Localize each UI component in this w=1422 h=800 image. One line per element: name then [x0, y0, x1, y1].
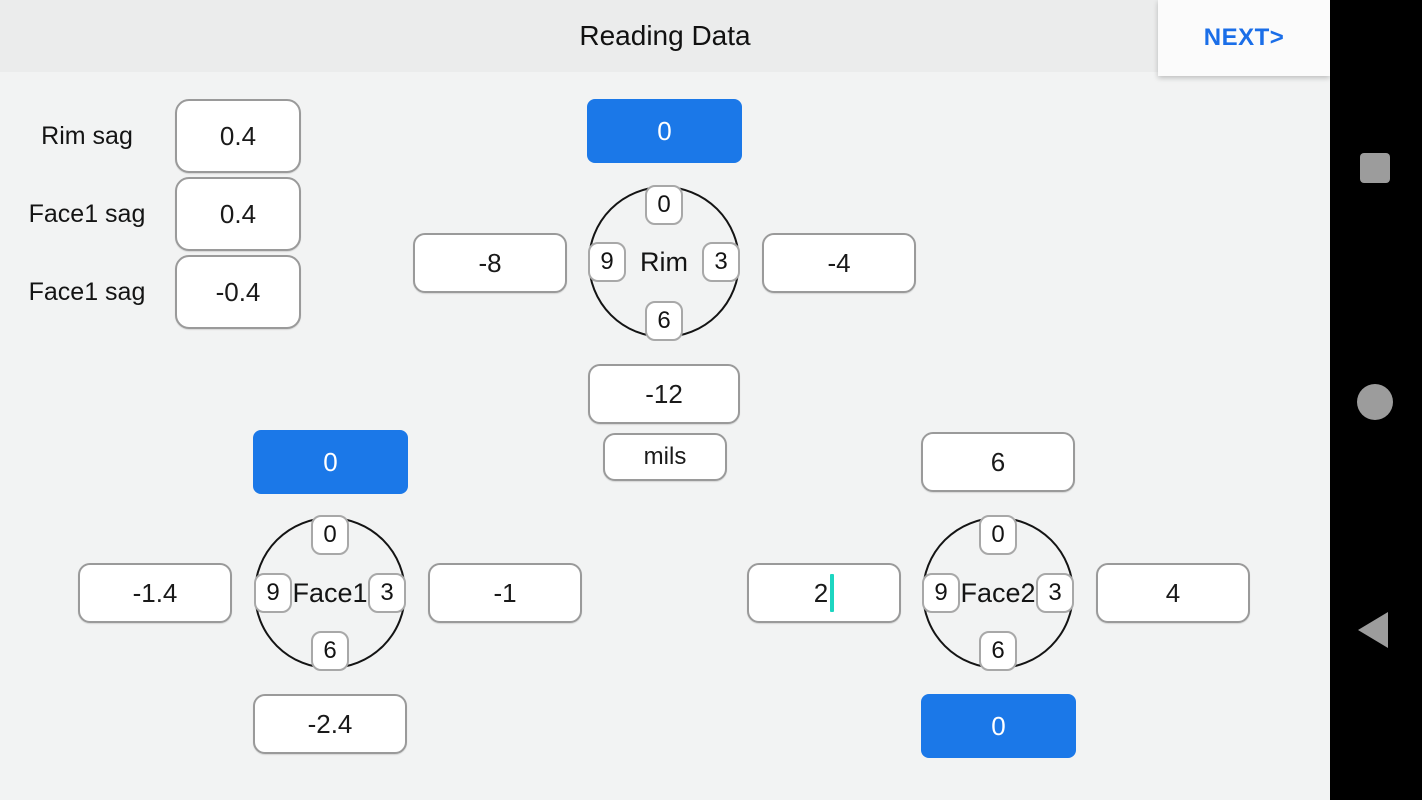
face2-right-reading-input[interactable]: 4 [1096, 563, 1250, 623]
face1-left-reading-input[interactable]: -1.4 [78, 563, 232, 623]
rim-dial-label: Rim [640, 246, 688, 277]
rim-right-reading-input[interactable]: -4 [762, 233, 916, 293]
rim-clock-0-chip: 0 [645, 185, 683, 225]
rim-clock-6-chip: 6 [645, 301, 683, 341]
app-bar: Reading Data [0, 0, 1330, 72]
face1-sag-input[interactable]: 0.4 [175, 177, 301, 251]
rim-clock-3-chip: 3 [702, 242, 740, 282]
home-circle-icon[interactable] [1357, 384, 1393, 420]
units-button[interactable]: mils [603, 433, 727, 481]
face2-left-reading-value: 2 [813, 577, 829, 608]
next-button[interactable]: NEXT> [1158, 0, 1330, 76]
android-nav-bar [1330, 0, 1422, 800]
face2-clock-9-chip: 9 [922, 573, 960, 613]
face2-clock-6-chip: 6 [979, 631, 1017, 671]
rim-bottom-reading-input[interactable]: -12 [588, 364, 740, 424]
rim-clock-9-chip: 9 [588, 242, 626, 282]
recents-square-icon[interactable] [1360, 153, 1390, 183]
face1-clock-6-chip: 6 [311, 631, 349, 671]
face1-dial-label: Face1 [292, 577, 368, 608]
face1-clock-9-chip: 9 [254, 573, 292, 613]
face2-top-reading-input[interactable]: 6 [921, 432, 1075, 492]
face2-dial-label: Face2 [960, 577, 1036, 608]
face2-bottom-reading-button[interactable]: 0 [921, 694, 1076, 758]
face1-sag-label: Face1 sag [28, 199, 146, 228]
rim-top-reading-button[interactable]: 0 [587, 99, 742, 163]
face2-clock-0-chip: 0 [979, 515, 1017, 555]
page-title: Reading Data [579, 20, 751, 51]
rim-left-reading-input[interactable]: -8 [413, 233, 567, 293]
face2-left-reading-input[interactable]: 2 [747, 563, 901, 623]
face1-bottom-reading-input[interactable]: -2.4 [253, 694, 407, 754]
face1-top-reading-button[interactable]: 0 [253, 430, 408, 494]
back-triangle-icon[interactable] [1358, 612, 1388, 648]
rim-sag-label: Rim sag [41, 121, 133, 150]
rim-sag-input[interactable]: 0.4 [175, 99, 301, 173]
face2-sag-label: Face1 sag [28, 277, 146, 306]
face1-clock-3-chip: 3 [368, 573, 406, 613]
face2-clock-3-chip: 3 [1036, 573, 1074, 613]
face1-clock-0-chip: 0 [311, 515, 349, 555]
face2-sag-input[interactable]: -0.4 [175, 255, 301, 329]
text-cursor [830, 574, 835, 612]
face1-right-reading-input[interactable]: -1 [428, 563, 582, 623]
